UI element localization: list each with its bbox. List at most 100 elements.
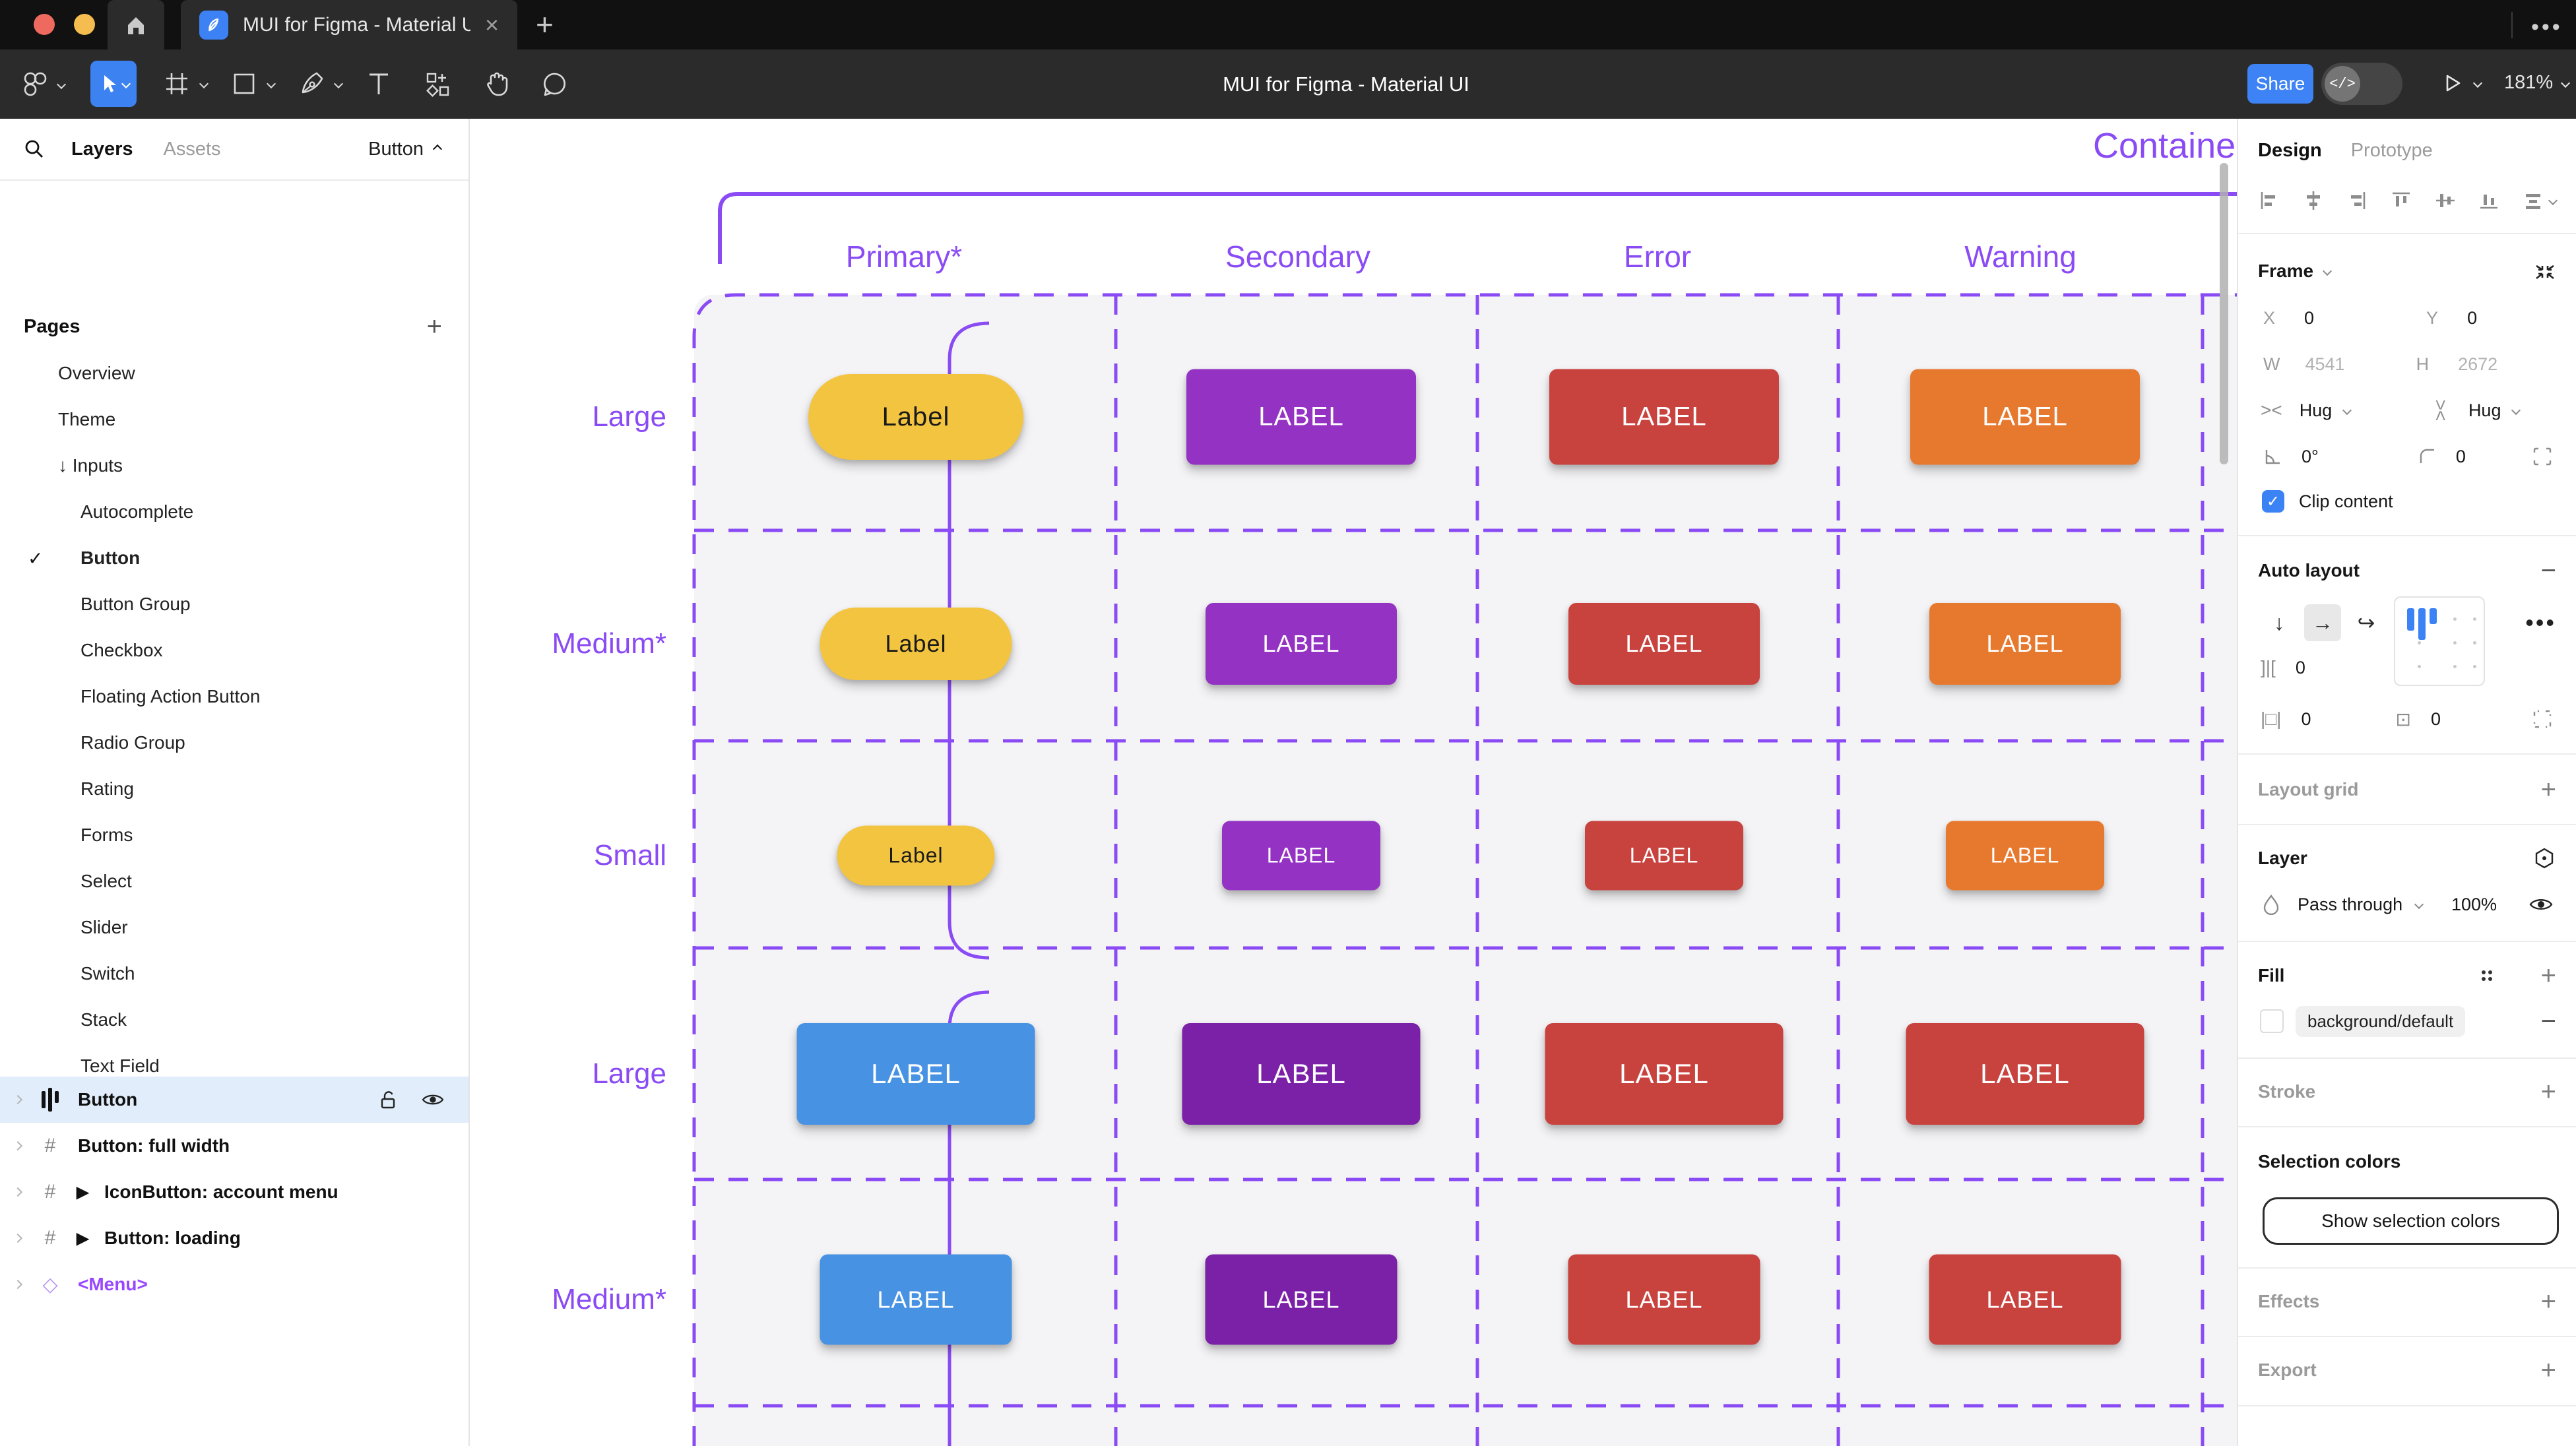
align-right-icon[interactable] [2346, 189, 2368, 212]
column-header-error[interactable]: Error [1623, 239, 1692, 274]
layer-item-button-loading[interactable]: #▶Button: loading [0, 1215, 468, 1261]
corner-radius-value[interactable]: 0 [2455, 446, 2466, 466]
w-value[interactable]: 4541 [2305, 354, 2345, 374]
horizontal-padding-value[interactable]: 0 [2301, 708, 2311, 729]
tab-assets[interactable]: Assets [163, 138, 221, 160]
page-item-autocomplete[interactable]: Autocomplete [0, 489, 468, 535]
layer-item-iconbutton-account-menu[interactable]: #▶IconButton: account menu [0, 1169, 468, 1215]
blend-mode-icon[interactable] [2532, 846, 2556, 870]
page-item-forms[interactable]: Forms [0, 812, 468, 858]
fill-style-chip[interactable]: background/default [2296, 1005, 2466, 1037]
row-label-large[interactable]: Large [592, 400, 666, 433]
gap-value[interactable]: 0 [2295, 657, 2305, 677]
page-item-radio-group[interactable]: Radio Group [0, 720, 468, 766]
canvas-button-large-3[interactable]: LABEL [1545, 1023, 1784, 1125]
canvas[interactable]: Contained Primary* Secondary Error WarningL… [470, 119, 2237, 1446]
row-label-medium[interactable]: Medium* [552, 627, 666, 660]
column-header-warning[interactable]: Warning [1964, 239, 2077, 274]
canvas-button-medium-2[interactable]: LABEL [1205, 1254, 1398, 1345]
hand-tool-button[interactable] [482, 69, 512, 100]
row-label-small[interactable]: Small [593, 839, 666, 871]
canvas-button-large-1[interactable]: LABEL [796, 1023, 1035, 1125]
add-page-icon[interactable]: + [426, 311, 442, 341]
frame-title[interactable]: Contained [2093, 126, 2237, 166]
canvas-button-small-2[interactable]: LABEL [1222, 821, 1380, 891]
page-item-checkbox[interactable]: Checkbox [0, 627, 468, 674]
add-effect-icon[interactable]: + [2540, 1286, 2556, 1316]
align-horizontal-center-icon[interactable] [2302, 189, 2325, 212]
page-item-button-group[interactable]: Button Group [0, 581, 468, 627]
page-item-button[interactable]: ✓Button [0, 535, 468, 581]
hug-vertical-value[interactable]: Hug [2468, 400, 2501, 420]
present-button[interactable] [2441, 72, 2483, 94]
h-value[interactable]: 2672 [2458, 354, 2498, 374]
rotation-value[interactable]: 0° [2302, 446, 2319, 466]
opacity-value[interactable]: 100% [2451, 894, 2497, 914]
eye-icon[interactable] [421, 1090, 445, 1109]
canvas-button-small-1[interactable]: Label [837, 825, 995, 886]
auto-layout-wrap-icon[interactable]: ↩ [2357, 611, 2375, 635]
page-item-floating-action-button[interactable]: Floating Action Button [0, 674, 468, 720]
blend-mode-value[interactable]: Pass through [2298, 894, 2403, 914]
canvas-button-large-2[interactable]: LABEL [1182, 1023, 1421, 1125]
align-bottom-icon[interactable] [2478, 189, 2500, 212]
independent-corners-icon[interactable] [2531, 445, 2554, 468]
x-value[interactable]: 0 [2304, 307, 2315, 328]
page-item-inputs[interactable]: ↓ Inputs [0, 443, 468, 489]
frame-type-dropdown[interactable]: Frame [2258, 261, 2333, 282]
text-tool-button[interactable] [364, 69, 393, 98]
canvas-button-large-4[interactable]: LABEL [1910, 369, 2140, 465]
expand-layer-icon[interactable] [13, 1233, 23, 1243]
align-vertical-center-icon[interactable] [2434, 189, 2457, 212]
canvas-button-large-3[interactable]: LABEL [1549, 369, 1779, 465]
expand-layer-icon[interactable] [13, 1094, 23, 1105]
resources-tool-button[interactable] [422, 69, 453, 100]
show-selection-colors-button[interactable]: Show selection colors [2263, 1197, 2559, 1245]
dev-mode-toggle[interactable]: </> [2321, 63, 2402, 105]
comment-tool-button[interactable] [540, 69, 570, 100]
page-item-overview[interactable]: Overview [0, 350, 468, 396]
auto-layout-horizontal-icon[interactable]: → [2304, 604, 2341, 641]
page-item-switch[interactable]: Switch [0, 951, 468, 997]
canvas-button-medium-1[interactable]: LABEL [820, 1254, 1012, 1345]
canvas-button-medium-3[interactable]: LABEL [1568, 603, 1760, 685]
main-menu-button[interactable] [18, 69, 67, 100]
share-button[interactable]: Share [2247, 64, 2313, 104]
add-fill-icon[interactable]: + [2540, 960, 2556, 990]
layer-item--menu-[interactable]: ◇<Menu> [0, 1261, 468, 1307]
canvas-button-small-3[interactable]: LABEL [1585, 821, 1743, 891]
page-item-theme[interactable]: Theme [0, 396, 468, 443]
page-item-select[interactable]: Select [0, 858, 468, 904]
distribute-menu[interactable] [2522, 189, 2558, 212]
page-picker[interactable]: Button [368, 139, 443, 160]
remove-auto-layout-icon[interactable]: − [2540, 555, 2556, 585]
canvas-button-small-4[interactable]: LABEL [1946, 821, 2104, 891]
add-export-icon[interactable]: + [2540, 1355, 2556, 1385]
add-layout-grid-icon[interactable]: + [2540, 774, 2556, 804]
canvas-button-medium-2[interactable]: LABEL [1206, 603, 1397, 685]
layer-item-button[interactable]: Button [0, 1077, 468, 1123]
column-header-primary[interactable]: Primary* [845, 239, 963, 274]
visibility-icon[interactable] [2528, 895, 2554, 914]
move-tool-button[interactable] [90, 61, 137, 107]
frame-tool-button[interactable] [162, 69, 209, 98]
hug-horizontal-value[interactable]: Hug [2299, 400, 2333, 420]
row-label-large[interactable]: Large [592, 1057, 666, 1090]
unlock-icon[interactable] [379, 1089, 399, 1110]
canvas-button-large-2[interactable]: LABEL [1186, 369, 1416, 465]
canvas-scrollbar[interactable] [2220, 163, 2228, 464]
column-header-secondary[interactable]: Secondary [1225, 239, 1370, 274]
auto-layout-more-icon[interactable]: ••• [2525, 609, 2556, 636]
more-tabs-icon[interactable]: ••• [2531, 15, 2563, 40]
vertical-padding-value[interactable]: 0 [2430, 708, 2441, 729]
align-left-icon[interactable] [2258, 189, 2280, 212]
shape-tool-button[interactable] [230, 69, 276, 98]
close-window-icon[interactable] [34, 14, 55, 35]
auto-layout-alignment[interactable] [2394, 596, 2485, 686]
y-value[interactable]: 0 [2467, 307, 2478, 328]
canvas-button-large-4[interactable]: LABEL [1906, 1023, 2144, 1125]
new-tab-icon[interactable]: + [536, 7, 554, 42]
align-top-icon[interactable] [2390, 189, 2412, 212]
clip-content-checkbox[interactable]: ✓ [2262, 490, 2284, 513]
search-icon[interactable] [22, 137, 46, 161]
